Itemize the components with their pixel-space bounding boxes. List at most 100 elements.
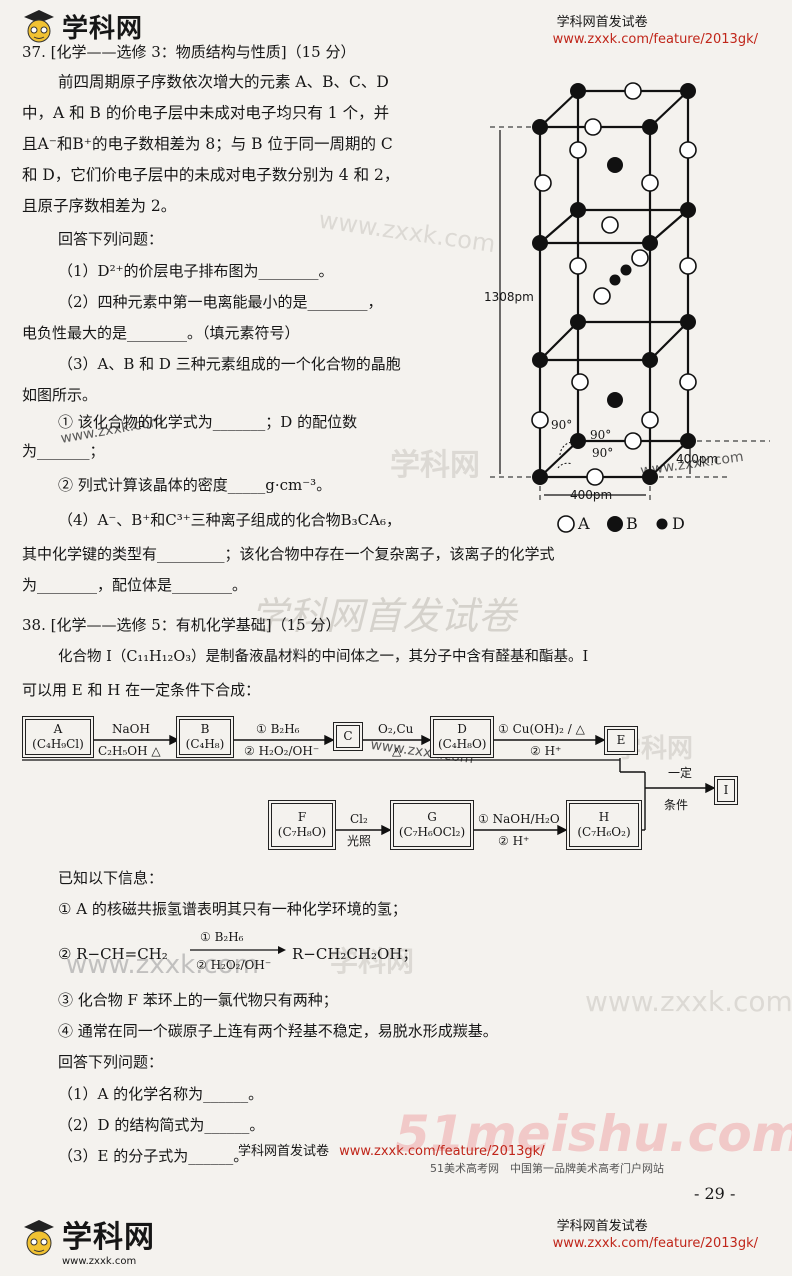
compound-h-formula: (C₇H₆O₂)	[577, 825, 631, 839]
footer-right-title: 学科网首发试卷	[556, 1219, 648, 1234]
scheme-connectors	[22, 734, 716, 836]
footer-right-url[interactable]: www.zxxk.com/feature/2013gk/	[552, 1236, 758, 1251]
crystal-legend-d: D	[672, 514, 685, 533]
compound-d-name: D	[457, 722, 467, 736]
info-item-2-top: ① B₂H₆	[200, 930, 244, 944]
cond-de-bottom: ② H⁺	[530, 744, 562, 758]
info-item-4: ④ 通常在同一个碳原子上连有两个羟基不稳定，易脱水形成羰基。	[58, 1022, 498, 1040]
logo-bottom: 学科网 www.zxxk.com	[22, 1212, 155, 1267]
logo-bottom-url[interactable]: www.zxxk.com	[62, 1256, 137, 1267]
watermark-51meishu: 51meishu.com	[395, 1105, 792, 1163]
compound-f-name: F	[297, 810, 307, 824]
q37-line-11: 如图所示。	[22, 386, 98, 404]
compound-e-name: E	[616, 733, 626, 747]
crystal-angle-3: 90°	[592, 446, 614, 460]
q37-line-12: ① 该化合物的化学式为_______；D 的配位数	[58, 413, 358, 431]
q37-line-14: ② 列式计算该晶体的密度_____g·cm⁻³。	[58, 476, 332, 494]
footer-mid: 学科网首发试卷 www.zxxk.com/feature/2013gk/	[238, 1140, 545, 1159]
info-item-2-right: R−CH₂CH₂OH；	[292, 945, 418, 963]
watermark-zxxk-6: www.zxxk.com	[66, 950, 259, 980]
q38-intro-2: 可以用 E 和 H 在一定条件下合成：	[22, 681, 261, 699]
logo-top: 学科网	[22, 8, 143, 45]
crystal-height-label: 1308pm	[484, 290, 534, 304]
watermark-xuekewang-3: 学科网	[330, 945, 415, 978]
compound-b-box: B(C₄H₈)	[176, 716, 234, 758]
crystal-width-label: 400pm	[570, 488, 613, 502]
compound-e-box: E	[604, 726, 638, 755]
compound-g-name: G	[427, 810, 437, 824]
q37-line-15: （4）A⁻、B⁺和C³⁺三种离子组成的化合物B₃CA₆，	[58, 511, 402, 529]
crystal-depth-label: 400pm	[676, 452, 719, 466]
crystal-cell-diagram	[490, 82, 770, 533]
compound-h-box: H(C₇H₆O₂)	[566, 800, 642, 850]
info-heading: 已知以下信息：	[58, 869, 164, 887]
compound-b-name: B	[200, 722, 210, 736]
footer-mid-url[interactable]: www.zxxk.com/feature/2013gk/	[339, 1144, 545, 1159]
answer-heading: 回答下列问题：	[58, 1053, 164, 1071]
header-right-url[interactable]: www.zxxk.com/feature/2013gk/	[552, 32, 758, 47]
cond-cd-bottom: △	[392, 744, 402, 758]
q37-title: 37. [化学——选修 3：物质结构与性质]（15 分）	[22, 43, 356, 61]
q37-line-4: 和 D，它们价电子层中的未成对电子数分别为 4 和 2，	[22, 166, 400, 184]
watermark-first-release: 学科网首发试卷	[250, 594, 517, 638]
compound-f-formula: (C₇H₈O)	[277, 825, 327, 839]
watermark-xuekewang-1: 学科网	[390, 448, 480, 483]
footer-mid-sub: 51美术高考网 中国第一品牌美术高考门户网站	[430, 1162, 664, 1175]
cond-fg-bottom: 光照	[347, 834, 372, 848]
cond-gh-top: ① NaOH/H₂O	[478, 812, 560, 826]
q38-title: 38. [化学——选修 5：有机化学基础]（15 分）	[22, 616, 341, 634]
compound-i-name: I	[723, 783, 729, 797]
info-item-2-arrow	[190, 946, 286, 954]
info-item-3: ③ 化合物 F 苯环上的一氯代物只有两种；	[58, 991, 338, 1009]
cond-ei-top: 一定	[668, 766, 693, 780]
watermark-zxxk-1: www.zxxk.com	[316, 205, 498, 259]
footer-mid-label: 学科网首发试卷	[238, 1144, 330, 1159]
info-item-2-left: ② R−CH=CH₂	[58, 945, 168, 963]
footer-right: 学科网首发试卷 www.zxxk.com/feature/2013gk/	[553, 1218, 758, 1252]
q37-line-16: 其中化学键的类型有_________；该化合物中存在一个复杂离子，该离子的化学式	[22, 545, 555, 563]
info-item-1: ① A 的核磁共振氢谱表明其只有一种化学环境的氢；	[58, 900, 407, 918]
compound-g-formula: (C₇H₆OCl₂)	[398, 825, 466, 839]
crystal-legend-a: A	[578, 514, 590, 533]
answer-3: （3）E 的分子式为______。	[58, 1147, 249, 1165]
q38-intro-1: 化合物 I（C₁₁H₁₂O₃）是制备液晶材料的中间体之一，其分子中含有醛基和酯基…	[58, 649, 589, 665]
compound-h-name: H	[598, 810, 610, 824]
compound-a-box: A(C₄H₉Cl)	[22, 716, 94, 758]
compound-a-formula: (C₄H₉Cl)	[32, 737, 84, 751]
crystal-angle-2: 90°	[590, 428, 612, 442]
q37-line-7: （1）D²⁺的价层电子排布图为________。	[58, 262, 334, 280]
answer-1: （1）A 的化学名称为______。	[58, 1085, 264, 1103]
q37-line-6: 回答下列问题：	[58, 230, 164, 248]
compound-b-formula: (C₄H₈)	[185, 737, 225, 751]
page-number: - 29 -	[694, 1184, 736, 1203]
cond-fg-top: Cl₂	[350, 812, 368, 826]
cond-gh-bottom: ② H⁺	[498, 834, 530, 848]
answer-2: （2）D 的结构简式为______。	[58, 1116, 265, 1134]
q37-line-1: 前四周期原子序数依次增大的元素 A、B、C、D	[58, 73, 389, 91]
q37-line-10: （3）A、B 和 D 三种元素组成的一个化合物的晶胞	[58, 355, 401, 373]
info-item-2-bottom: ② H₂O₂/OH⁻	[196, 958, 272, 972]
mascot-icon	[24, 1219, 54, 1255]
compound-g-box: G(C₇H₆OCl₂)	[390, 800, 474, 850]
cond-ab-bottom: C₂H₅OH △	[98, 744, 161, 758]
logo-bottom-text: 学科网	[62, 1220, 155, 1255]
header-right-title: 学科网首发试卷	[556, 15, 648, 30]
crystal-angle-1: 90°	[551, 418, 573, 432]
cond-bc-top: ① B₂H₆	[256, 722, 300, 736]
compound-f-box: F(C₇H₈O)	[268, 800, 336, 850]
crystal-legend-b: B	[626, 514, 638, 533]
q37-line-3: 且A⁻和B⁺的电子数相差为 8；与 B 位于同一周期的 C	[22, 135, 393, 153]
q37-line-9: 电负性最大的是________。（填元素符号）	[22, 324, 300, 342]
cond-ei-bottom: 条件	[664, 798, 689, 812]
cond-bc-bottom: ② H₂O₂/OH⁻	[244, 744, 320, 758]
q37-line-17: 为________，配位体是________。	[22, 576, 248, 594]
q37-line-5: 且原子序数相差为 2。	[22, 197, 177, 215]
compound-d-formula: (C₄H₈O)	[438, 737, 487, 751]
compound-c-name: C	[343, 729, 353, 743]
compound-d-box: D(C₄H₈O)	[430, 716, 494, 758]
compound-i-box: I	[714, 776, 738, 805]
compound-c-box: C	[333, 722, 363, 751]
cond-ab-top: NaOH	[112, 722, 150, 736]
cond-cd-top: O₂,Cu	[378, 722, 414, 736]
cond-de-top: ① Cu(OH)₂ / △	[498, 722, 585, 736]
